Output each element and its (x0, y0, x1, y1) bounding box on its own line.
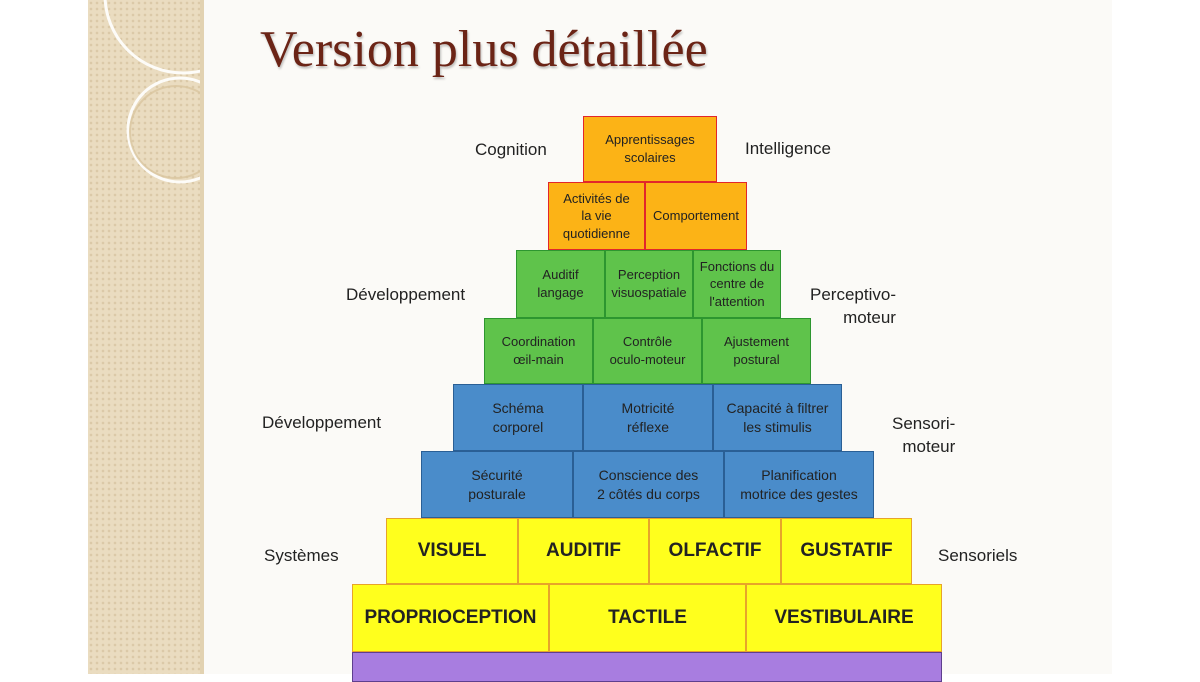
decorative-left-strip (88, 0, 200, 674)
slide: Version plus détaillée (88, 0, 1112, 674)
slide-title: Version plus détaillée (260, 21, 708, 78)
strip-edge (200, 0, 204, 674)
decorative-circles-icon (103, 0, 200, 184)
